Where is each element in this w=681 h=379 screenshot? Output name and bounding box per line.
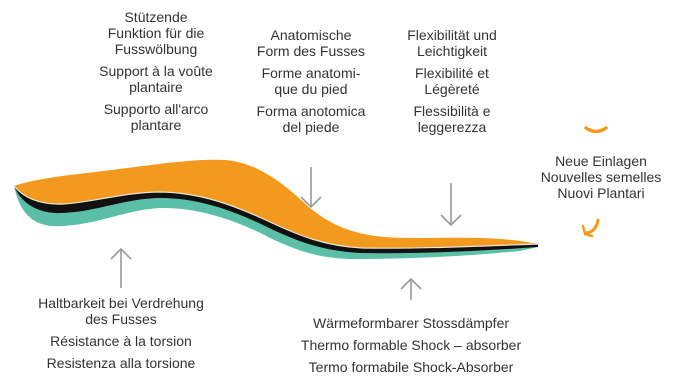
arch-support-it-1: Supporto all'arco <box>103 101 209 117</box>
arch-support-de-1: Stützende <box>124 9 188 25</box>
callout-torsion: Haltbarkeit bei Verdrehung des Fusses Ré… <box>16 295 226 371</box>
torsion-it: Resistenza alla torsione <box>46 355 196 371</box>
new-insoles-de: Neue Einlagen <box>555 153 647 169</box>
callout-flexibility: Flexibilität und Leichtigkeit Flexibilit… <box>377 27 527 135</box>
new-insoles-fr: Nouvelles semelles <box>540 169 662 185</box>
arch-support-it-2: plantare <box>130 117 182 133</box>
arrow-down-flexibility <box>440 183 462 227</box>
insole-orange-top <box>14 159 538 249</box>
arrow-up-shock <box>400 277 422 300</box>
flexibility-de-1: Flexibilität und <box>407 27 497 43</box>
flexibility-it-1: Flessibilità e <box>413 103 491 119</box>
callout-arch-support: Stützende Funktion für die Fusswölbung S… <box>81 9 231 133</box>
accent-arc-top <box>584 126 608 134</box>
arch-support-fr-2: plantaire <box>129 79 183 95</box>
arch-support-de-3: Fusswölbung <box>114 41 198 57</box>
torsion-de-1: Haltbarkeit bei Verdrehung <box>38 295 204 311</box>
anatomic-fr-2: que du pied <box>274 81 348 97</box>
callout-new-insoles: Neue Einlagen Nouvelles semelles Nuovi P… <box>526 153 676 201</box>
anatomic-it-2: del piede <box>282 119 340 135</box>
arch-support-fr-1: Support à la voûte <box>99 63 213 79</box>
flexibility-it-2: leggerezza <box>417 119 487 135</box>
shock-it: Termo formabile Shock-Absorber <box>308 359 514 375</box>
shock-de: Wärmeformbarer Stossdämpfer <box>312 315 510 331</box>
insole-edge <box>13 185 539 249</box>
flexibility-fr-1: Flexibilité et <box>415 65 489 81</box>
accent-curl-bottom <box>584 218 600 235</box>
torsion-de-2: des Fusses <box>85 311 157 327</box>
callout-anatomic-form: Anatomische Form des Fusses Forme anatom… <box>236 27 386 135</box>
shock-fr: Thermo formable Shock – absorber <box>300 337 522 353</box>
anatomic-it-1: Forma anotomica <box>256 103 366 119</box>
torsion-fr: Résistance à la torsion <box>50 333 192 349</box>
arch-support-de-2: Funktion für die <box>107 25 205 41</box>
flexibility-fr-2: Légèreté <box>424 81 480 97</box>
callout-shock-absorber: Wärmeformbarer Stossdämpfer Thermo forma… <box>276 315 546 375</box>
anatomic-de-1: Anatomische <box>270 27 352 43</box>
arrow-up-torsion <box>110 247 132 288</box>
arrow-down-anatomic <box>300 167 322 209</box>
flexibility-de-2: Leichtigkeit <box>416 43 488 59</box>
anatomic-de-2: Form des Fusses <box>256 43 366 59</box>
insole-teal-base <box>14 186 538 259</box>
new-insoles-it: Nuovi Plantari <box>557 185 645 201</box>
accent-curl-arrowhead <box>581 224 594 238</box>
anatomic-fr-1: Forme anatomi- <box>261 65 361 81</box>
